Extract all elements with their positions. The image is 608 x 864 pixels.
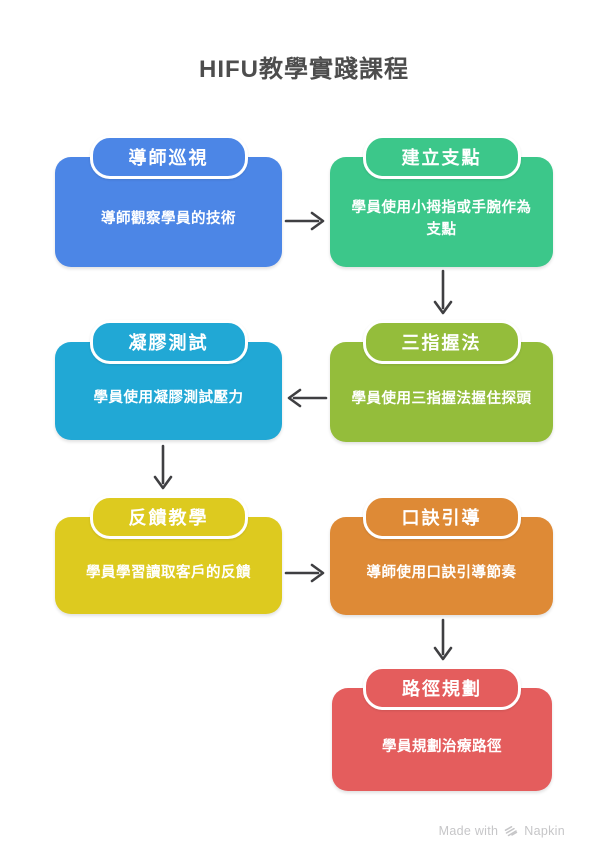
flow-node-mentor-patrol-label: 導師巡視: [128, 148, 209, 168]
flow-node-path-planning-badge: 路徑規劃: [363, 666, 521, 710]
flow-node-mantra-guidance-badge: 口訣引導: [362, 495, 521, 539]
flow-node-gel-test-body: 學員使用凝膠測試壓力: [93, 390, 244, 407]
arrow-down-1: [433, 269, 453, 315]
flow-node-three-finger-grip-label: 三指握法: [401, 333, 482, 353]
flow-node-mantra-guidance-body: 導師使用口訣引導節奏: [366, 565, 517, 582]
napkin-logo-icon: [505, 826, 518, 837]
flow-node-feedback-teaching-badge: 反饋教學: [89, 495, 248, 539]
flow-node-path-planning: 路徑規劃 學員規劃治療路徑: [332, 666, 552, 791]
arrow-right-2: [284, 563, 325, 583]
flow-node-mantra-guidance-label: 口訣引導: [401, 508, 482, 528]
flow-node-establish-fulcrum-badge: 建立支點: [362, 135, 521, 179]
flow-node-establish-fulcrum-body: 學員使用小拇指或手腕作為支點: [351, 200, 532, 238]
flow-node-three-finger-grip: 三指握法 學員使用三指握法握住探頭: [330, 320, 553, 442]
flow-node-establish-fulcrum: 建立支點 學員使用小拇指或手腕作為支點: [330, 135, 553, 267]
arrow-left-1: [287, 388, 328, 408]
flow-node-mentor-patrol-badge: 導師巡視: [89, 135, 248, 179]
flow-node-mentor-patrol: 導師巡視 導師觀察學員的技術: [55, 135, 282, 267]
flow-node-gel-test: 凝膠測試 學員使用凝膠測試壓力: [55, 320, 282, 440]
flow-node-gel-test-badge: 凝膠測試: [89, 320, 248, 364]
arrow-down-3: [433, 618, 453, 661]
made-with-text: Made with: [438, 824, 499, 838]
arrow-down-2: [153, 444, 173, 490]
flow-node-three-finger-grip-badge: 三指握法: [362, 320, 521, 364]
flow-node-feedback-teaching-body: 學員學習讀取客戶的反饋: [86, 564, 251, 581]
napkin-brand-text: Napkin: [524, 824, 565, 838]
flow-node-mentor-patrol-body: 導師觀察學員的技術: [101, 211, 236, 228]
diagram-title: HIFU教學實踐課程: [199, 56, 409, 83]
flow-node-establish-fulcrum-label: 建立支點: [401, 148, 482, 168]
flow-node-mantra-guidance: 口訣引導 導師使用口訣引導節奏: [330, 495, 553, 615]
flow-node-path-planning-label: 路徑規劃: [402, 679, 482, 699]
flow-node-feedback-teaching-label: 反饋教學: [128, 508, 209, 528]
flow-node-gel-test-label: 凝膠測試: [128, 333, 209, 353]
flow-node-three-finger-grip-body: 學員使用三指握法握住探頭: [351, 391, 532, 408]
flow-node-feedback-teaching: 反饋教學 學員學習讀取客戶的反饋: [55, 495, 282, 614]
flow-node-path-planning-body: 學員規劃治療路徑: [382, 738, 502, 755]
napkin-attribution[interactable]: Made with Napkin: [439, 824, 565, 838]
arrow-right-1: [284, 211, 325, 231]
